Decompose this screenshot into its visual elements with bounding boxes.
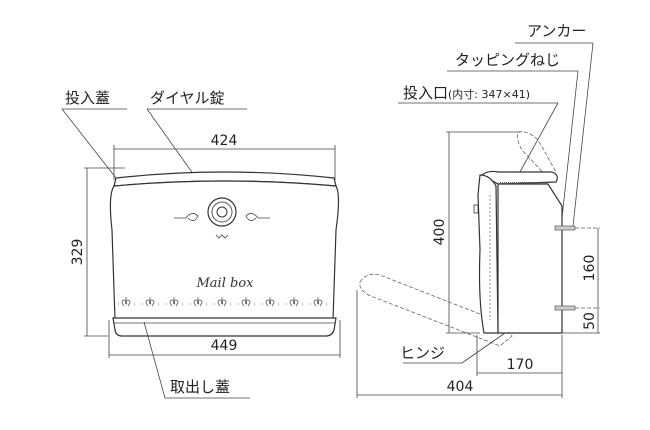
dim-449: 449: [211, 338, 238, 354]
label-dial-lock: ダイヤル錠: [150, 89, 225, 107]
side-front-panel: [477, 174, 499, 334]
label-tapping-screw: タッピングねじ: [455, 51, 560, 69]
label-slot-inner: (内寸: 347×41): [448, 87, 530, 101]
dim-170: 170: [507, 357, 534, 373]
label-hinge: ヒンジ: [400, 344, 445, 362]
mail-box-emblem: Mail box: [196, 276, 255, 291]
dim-404: 404: [447, 379, 474, 395]
label-slot-lid: 投入蓋: [65, 89, 110, 107]
label-retrieval-lid: 取出し蓋: [170, 378, 230, 396]
dial-lock-icon: [174, 197, 270, 239]
label-anchor: アンカー: [527, 22, 586, 40]
box-body: [109, 180, 340, 321]
label-slot: 投入口(内寸: 347×41): [403, 84, 530, 102]
side-slot-lid: [480, 170, 558, 185]
dim-424: 424: [211, 133, 238, 149]
dim-50: 50: [582, 312, 598, 330]
dim-329: 329: [70, 239, 86, 266]
side-box-body: [497, 183, 563, 334]
ornament-row: [118, 296, 332, 307]
dim-400: 400: [432, 219, 448, 246]
side-view: アンカー タッピングねじ 投入口(内寸: 347×41) ヒンジ 400: [356, 22, 600, 398]
dim-160: 160: [582, 255, 598, 282]
open-retrieval-lid-outline: [359, 273, 513, 347]
front-view: 投入蓋 ダイヤル錠 424 449 329 Mail box: [61, 89, 341, 399]
open-slot-lid-outline: [517, 131, 557, 179]
retrieval-lid: [112, 317, 337, 337]
